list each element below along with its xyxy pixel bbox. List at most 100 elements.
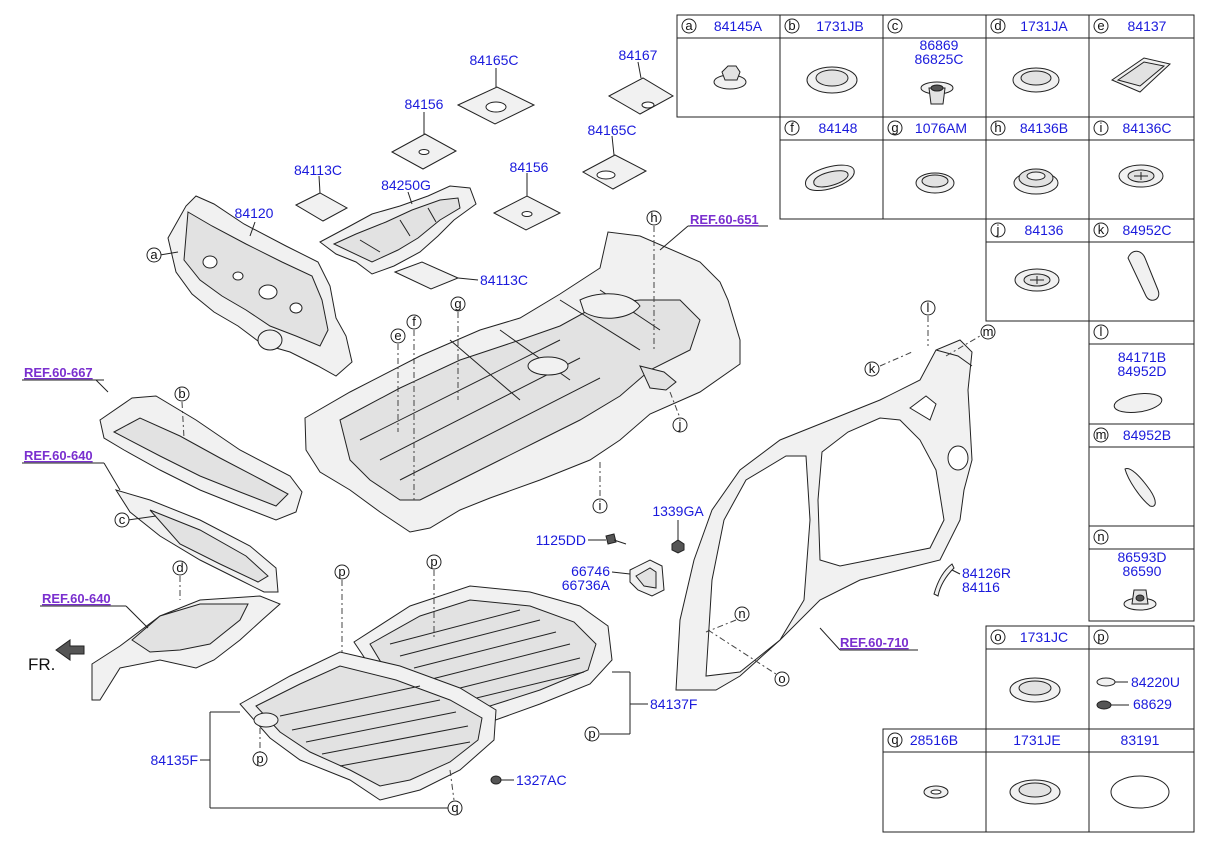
svg-text:i: i (1100, 120, 1103, 135)
callout-84113C-lower: 84113C (480, 272, 528, 288)
grommet-1731JC-picture (1009, 677, 1061, 703)
callout-84126R: 84126R (962, 565, 1011, 581)
grid-part-84136C: 84136C (1122, 120, 1171, 136)
grid-header-d: d 1731JA (990, 18, 1068, 34)
plug-84136B-picture (1013, 168, 1059, 195)
grid-header-b: b 1731JB (784, 18, 864, 34)
grid-part-1076AM: 1076AM (915, 120, 967, 136)
grid-part-84952C: 84952C (1122, 222, 1171, 238)
letter-a: a (150, 247, 158, 262)
svg-text:k: k (1098, 222, 1105, 237)
grid-part-84171B: 84171B (1118, 349, 1166, 365)
tape-84952C-picture (1127, 250, 1160, 301)
letter-c: c (119, 512, 126, 527)
svg-text:q: q (891, 732, 898, 747)
letter-e: e (394, 328, 401, 343)
dash-panel-84120: 84120 a (146, 195, 353, 377)
callout-84156-lower: 84156 (510, 159, 549, 175)
svg-text:e: e (1097, 18, 1104, 33)
grid-header-j: j 84136 (990, 222, 1064, 238)
callout-84137F: 84137F (650, 696, 697, 712)
grid-part-1731JB: 1731JB (816, 18, 863, 34)
letter-k: k (869, 361, 876, 376)
letter-j: j (678, 417, 682, 432)
crossmember-panel: REF.60-640 c (22, 448, 279, 593)
grid-part-84220U: 84220U (1131, 674, 1180, 690)
side-body-panel: REF.60-710 l k m n o (675, 300, 996, 691)
washer-84220U-picture (1096, 677, 1128, 687)
grid-part-84137: 84137 (1128, 18, 1167, 34)
grid-part-86825C: 86825C (914, 51, 963, 67)
pad-83191-picture (1110, 775, 1170, 809)
pad-84167: 84167 (607, 47, 675, 115)
pad-84952D-picture (1113, 392, 1163, 414)
svg-text:n: n (1097, 529, 1104, 544)
floor-pan: REF.60-651 e f g h i j (304, 210, 768, 533)
callout-84113C-upper: 84113C (294, 162, 342, 178)
grid-part-84145A: 84145A (714, 18, 763, 34)
callout-66746: 66746 (571, 563, 610, 579)
under-cover-84135F: p 84135F p q (151, 564, 497, 816)
bolt-1125DD: 1125DD (536, 532, 627, 548)
grid-part-84136B: 84136B (1020, 120, 1068, 136)
clip-1327AC: 1327AC (490, 772, 567, 788)
grid-part-86593D: 86593D (1117, 549, 1166, 565)
grid-header-m: m 84952B (1093, 427, 1171, 443)
pad-84165C-mid: 84165C (581, 122, 648, 190)
grid-header-q: q 28516B 1731JE 83191 (887, 732, 1160, 748)
grid-header-f: f 84148 (784, 120, 858, 136)
letter-n: n (738, 606, 745, 621)
insulator-84250G: 84250G (319, 177, 477, 275)
svg-text:h: h (994, 120, 1001, 135)
letter-p-right: p (588, 726, 595, 741)
grommet-1731JA-picture (1012, 67, 1060, 93)
ref-60-667: REF.60-667 (24, 365, 93, 380)
svg-text:p: p (1097, 629, 1104, 644)
plug-84136C-picture (1118, 164, 1164, 188)
callout-1125DD: 1125DD (536, 532, 586, 548)
grid-header-p: p 84220U 68629 (1093, 629, 1180, 712)
grid-header-g: g 1076AM (887, 120, 967, 136)
cover-84137-picture (1110, 57, 1172, 93)
callout-1339GA: 1339GA (652, 503, 704, 519)
callout-84156-upper: 84156 (405, 96, 444, 112)
grid-header-c: c 86869 86825C (887, 18, 964, 67)
svg-text:b: b (788, 18, 795, 33)
plug-84136-picture (1014, 268, 1060, 292)
pad-84165C-top: 84165C (456, 52, 536, 125)
grid-header-l: l 84171B 84952D (1093, 324, 1167, 379)
grid-part-84136: 84136 (1025, 222, 1064, 238)
clip-84145A-picture (713, 65, 747, 90)
callout-84165C-mid: 84165C (587, 122, 636, 138)
bracket-66746: 66746 66736A (562, 559, 665, 597)
ref-60-640-lower: REF.60-640 (42, 591, 111, 606)
letter-i: i (599, 498, 602, 513)
nut-68629-picture (1096, 700, 1129, 710)
clip-86825C-picture (920, 81, 954, 105)
letter-m: m (983, 324, 994, 339)
grid-header-i: i 84136C (1093, 120, 1172, 136)
callout-1327AC: 1327AC (516, 772, 567, 788)
pad-84156-upper: 84156 (390, 96, 458, 170)
letter-g: g (454, 296, 461, 311)
callout-66736A: 66736A (562, 577, 611, 593)
grid-part-83191: 83191 (1121, 732, 1160, 748)
callout-84250G: 84250G (381, 177, 431, 193)
letter-d: d (176, 560, 183, 575)
grid-header-n: n 86593D 86590 (1093, 529, 1167, 579)
grommet-1731JB-picture (806, 66, 858, 94)
front-indicator: FR. (28, 655, 55, 674)
weatherstrip-84126R: 84126R 84116 (933, 563, 1011, 597)
plug-1076AM-picture (915, 172, 955, 194)
parts-legend-grid: a 84145A b 1731JB c 86869 86825C d 1731J… (676, 14, 1195, 833)
svg-text:d: d (994, 18, 1001, 33)
grid-header-k: k 84952C (1093, 222, 1172, 238)
letter-p-left: p (338, 564, 345, 579)
callout-84165C-top: 84165C (469, 52, 518, 68)
pad-84113C-lower: 84113C (393, 261, 528, 290)
plug-84148-picture (805, 164, 855, 191)
grid-part-1731JC: 1731JC (1020, 629, 1068, 645)
letter-l: l (927, 300, 930, 315)
grid-part-1731JE: 1731JE (1013, 732, 1060, 748)
callout-84167: 84167 (619, 47, 658, 63)
